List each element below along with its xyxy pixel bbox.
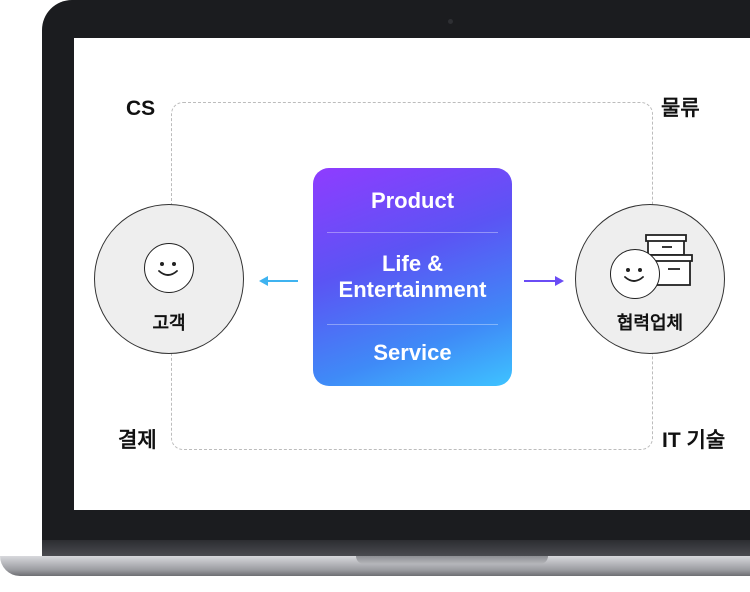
- center-item-product: Product: [370, 188, 455, 213]
- center-service-box: Product Life & Entertainment Service: [313, 168, 512, 386]
- camera-dot: [448, 19, 453, 24]
- smiley-icon: [610, 249, 660, 299]
- divider: [327, 232, 498, 233]
- laptop-base: [0, 556, 750, 576]
- divider: [327, 324, 498, 325]
- corner-label-payment: 결제: [114, 429, 161, 453]
- arrow-right-icon: [524, 276, 564, 286]
- customer-node: 고객: [94, 204, 244, 354]
- corner-label-logistics: 물류: [657, 97, 704, 121]
- corner-label-cs: CS: [122, 97, 160, 121]
- laptop-hinge: [42, 540, 750, 556]
- customer-label: 고객: [152, 313, 186, 333]
- corner-label-it-tech: IT 기술: [658, 429, 730, 453]
- smiley-icon: [144, 243, 194, 293]
- laptop-base-notch: [356, 556, 548, 564]
- partner-label: 협력업체: [616, 313, 684, 333]
- center-item-service: Service: [373, 340, 452, 365]
- arrow-left-icon: [259, 276, 298, 286]
- center-item-life-entertainment: Life & Entertainment: [338, 251, 487, 302]
- partner-node: 협력업체: [575, 204, 725, 354]
